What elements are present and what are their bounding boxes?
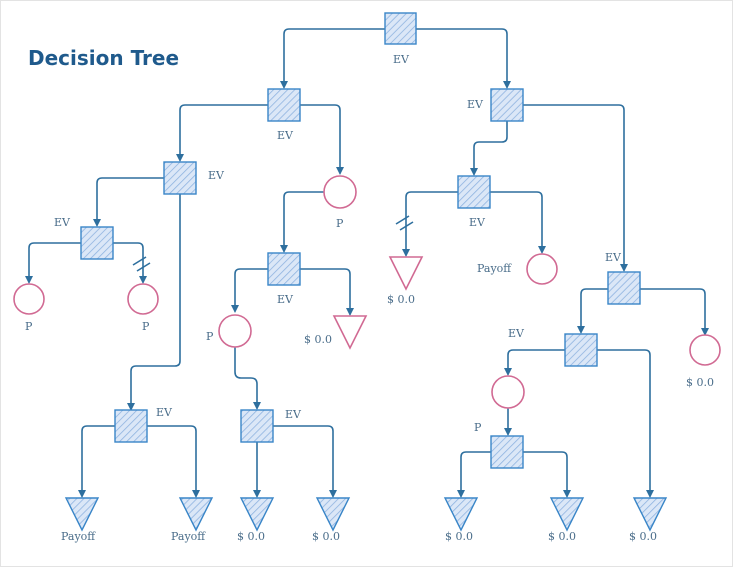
edge-n3-p-left	[25, 242, 82, 284]
label-p-c6: P	[474, 421, 482, 434]
decision-node-n4[interactable]	[267, 252, 301, 286]
decision-node-m1[interactable]	[490, 88, 524, 122]
label-zero-t7: $ 0.0	[445, 530, 473, 543]
label-payoff-t3: Payoff	[171, 530, 206, 543]
terminal-node-t8[interactable]	[549, 497, 585, 532]
chance-node-c6[interactable]	[491, 375, 525, 409]
label-ev-m2: EV	[469, 216, 486, 229]
prune-mark-1b	[136, 262, 151, 272]
edge-c1-n4	[280, 191, 324, 253]
edge-m1-m3	[522, 104, 628, 272]
decision-node-n5[interactable]	[114, 409, 148, 443]
edge-n5-t2	[78, 425, 116, 498]
prune-marks	[132, 215, 414, 272]
decision-node-n3[interactable]	[80, 226, 114, 260]
edge-m5-t7	[457, 451, 492, 498]
label-zero-chance: $ 0.0	[686, 376, 714, 389]
edge-m3-c5	[639, 288, 709, 336]
prune-mark-2b	[399, 221, 414, 231]
label-zero-t6: $ 0.0	[387, 293, 415, 306]
edge-n3-p-right	[112, 242, 147, 284]
decision-node-m5[interactable]	[490, 435, 524, 469]
label-ev-m1: EV	[467, 98, 484, 111]
chance-node-p-right[interactable]	[127, 283, 159, 315]
chance-node-c1[interactable]	[323, 175, 357, 209]
terminal-node-t2[interactable]	[64, 497, 100, 532]
edge-n6-t5	[272, 425, 337, 498]
edge-n5-t3	[146, 425, 200, 498]
decision-nodes	[80, 12, 641, 469]
edge-n4-t1	[299, 268, 354, 316]
terminal-node-t7[interactable]	[443, 497, 479, 532]
edge-root-n1	[280, 28, 386, 89]
label-ev-n4: EV	[277, 293, 294, 306]
label-ev-m3: EV	[605, 251, 622, 264]
decision-node-n6[interactable]	[240, 409, 274, 443]
edge-n1-n2	[176, 104, 269, 162]
label-payoff-chance: Payoff	[477, 262, 512, 275]
label-ev-m4: EV	[508, 327, 525, 340]
edge-n4-c3	[231, 268, 269, 313]
node-labels: EV EV EV EV EV EV EV EV EV EV EV P P P P…	[25, 53, 714, 543]
edge-c3-n6	[234, 347, 261, 410]
decision-node-n1[interactable]	[267, 88, 301, 122]
prune-mark-2a	[395, 215, 410, 225]
prune-mark-1a	[132, 256, 147, 266]
diagram-title: Decision Tree	[28, 46, 179, 70]
terminal-node-t5[interactable]	[315, 497, 351, 532]
label-p-c1: P	[336, 217, 344, 230]
label-ev-n5: EV	[156, 406, 173, 419]
edge-n2-n5	[127, 193, 181, 411]
terminal-node-t4[interactable]	[239, 497, 275, 532]
chance-node-zero[interactable]	[689, 334, 721, 366]
label-ev-n3: EV	[54, 216, 71, 229]
edge-n1-c1	[299, 104, 344, 175]
label-p-left: P	[25, 320, 33, 333]
label-zero-t9: $ 0.0	[629, 530, 657, 543]
edge-m2-t6	[402, 191, 459, 257]
edges	[25, 28, 709, 498]
terminal-node-t6[interactable]	[388, 256, 424, 291]
edge-m5-t8	[522, 451, 571, 498]
decision-node-m2[interactable]	[457, 175, 491, 209]
label-payoff-t2: Payoff	[61, 530, 96, 543]
edge-m4-t9	[596, 349, 654, 498]
chance-node-payoff[interactable]	[526, 253, 558, 285]
label-ev-n6: EV	[285, 408, 302, 421]
label-zero-t1: $ 0.0	[304, 333, 332, 346]
edge-m2-c4	[489, 191, 546, 254]
decision-node-n2[interactable]	[163, 161, 197, 195]
edge-n2-n3	[93, 177, 165, 227]
decision-node-m3[interactable]	[607, 271, 641, 305]
terminal-node-t9[interactable]	[632, 497, 668, 532]
edge-m1-m2	[470, 120, 508, 176]
label-p-c3: P	[206, 330, 214, 343]
edge-root-m1	[415, 28, 511, 89]
label-ev-root: EV	[393, 53, 410, 66]
decision-node-root[interactable]	[384, 12, 417, 45]
terminal-node-t3[interactable]	[178, 497, 214, 532]
label-zero-t4: $ 0.0	[237, 530, 265, 543]
chance-node-p-left[interactable]	[13, 283, 45, 315]
decision-node-m4[interactable]	[564, 333, 598, 367]
label-ev-n1: EV	[277, 129, 294, 142]
chance-nodes	[13, 175, 721, 409]
edge-m4-c6	[504, 349, 566, 376]
chance-node-c3[interactable]	[218, 314, 252, 348]
terminal-nodes	[64, 256, 668, 532]
label-zero-t5: $ 0.0	[312, 530, 340, 543]
label-zero-t8: $ 0.0	[548, 530, 576, 543]
label-p-right: P	[142, 320, 150, 333]
terminal-node-t1[interactable]	[332, 315, 368, 350]
edge-m3-m4	[577, 288, 609, 334]
label-ev-n2: EV	[208, 169, 225, 182]
